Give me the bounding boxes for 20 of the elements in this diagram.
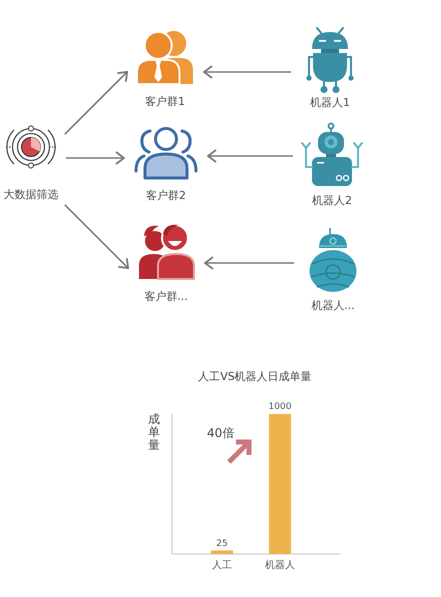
data-label: 25 xyxy=(216,538,228,548)
arrow xyxy=(207,149,293,163)
data-label: 1000 xyxy=(268,402,292,412)
arrow xyxy=(204,256,294,270)
chart-title: 人工VS机器人日成单量 xyxy=(198,370,312,384)
node-label: 机器人1 xyxy=(310,95,350,110)
node-label: 客户群2 xyxy=(146,188,186,203)
annotation-label: 40倍 xyxy=(207,426,234,440)
axis-label: 机器人 xyxy=(265,560,295,572)
arrow xyxy=(66,151,125,165)
axis-title: 成单量 xyxy=(148,413,160,453)
node-label: 客户群... xyxy=(144,289,188,304)
node-label: 机器人... xyxy=(311,298,355,313)
arrow xyxy=(203,65,291,79)
arrow xyxy=(64,70,128,135)
node-label: 机器人2 xyxy=(312,193,352,208)
arrow xyxy=(64,204,130,270)
node-label: 大数据筛选 xyxy=(4,187,58,202)
node-label: 客户群1 xyxy=(145,94,185,109)
axis-label: 人工 xyxy=(212,560,232,572)
